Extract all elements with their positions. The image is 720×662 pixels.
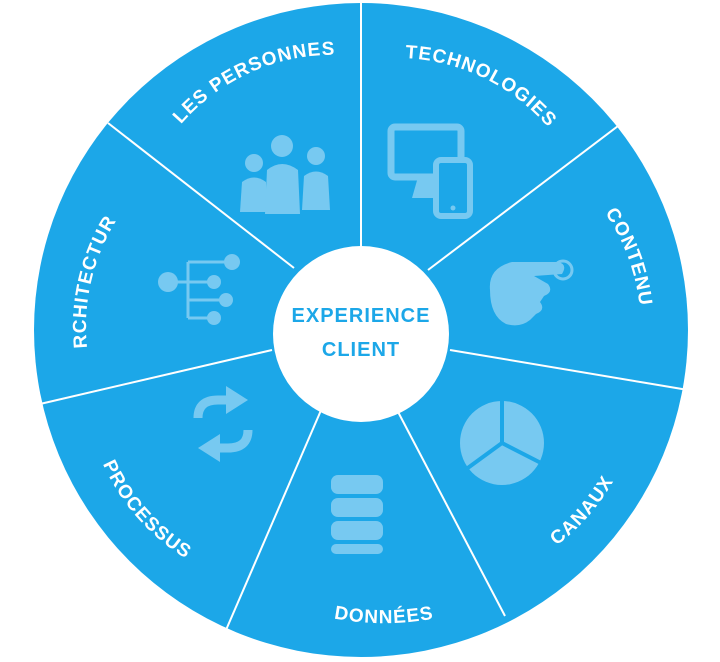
segment-dividers — [39, 3, 689, 631]
center-circle — [273, 246, 449, 422]
people-group-icon — [240, 135, 330, 214]
center-title-line2: CLIENT — [322, 339, 400, 361]
center-title-line1: EXPERIENCE — [292, 305, 431, 327]
devices-icon — [387, 123, 473, 219]
sync-arrows-icon — [193, 386, 253, 462]
pie-chart-icon — [460, 398, 544, 485]
hierarchy-nodes-icon — [158, 254, 240, 325]
database-icon — [331, 475, 383, 554]
touch-hand-icon — [489, 259, 574, 326]
